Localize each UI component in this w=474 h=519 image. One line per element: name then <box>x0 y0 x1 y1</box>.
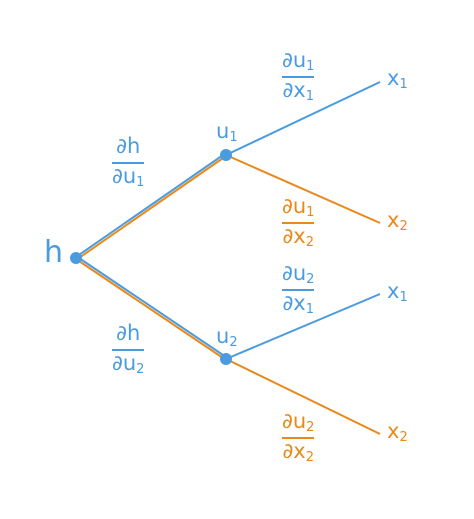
fraction-dh-du2: ∂h ∂u2 <box>112 321 145 378</box>
fraction-du2-dx2: ∂u2 ∂x2 <box>282 409 315 466</box>
fraction-denominator: ∂x1 <box>282 291 315 318</box>
fraction-numerator: ∂u1 <box>282 48 315 74</box>
node-h <box>70 252 82 264</box>
edge-u2-x1 <box>225 293 381 360</box>
fraction-bar <box>282 437 315 440</box>
fraction-denominator: ∂x1 <box>282 78 315 105</box>
fraction-dh-du1: ∂h ∂u1 <box>112 134 145 191</box>
leaf-label-x2-bottom: x2 <box>387 419 408 445</box>
fraction-bar <box>282 222 315 225</box>
fraction-numerator: ∂h <box>116 134 141 158</box>
leaf-label-x2-top: x2 <box>387 208 408 234</box>
fraction-denominator: ∂u1 <box>112 164 145 191</box>
leaf-label-x1-bottom: x1 <box>387 279 408 305</box>
node-u1 <box>220 149 232 161</box>
edge-u1-x2 <box>225 154 381 224</box>
fraction-denominator: ∂u2 <box>112 351 145 378</box>
fraction-du1-dx1: ∂u1 ∂x1 <box>282 48 315 105</box>
fraction-numerator: ∂u1 <box>282 194 315 220</box>
node-u2 <box>220 353 232 365</box>
fraction-numerator: ∂h <box>116 321 141 345</box>
fraction-denominator: ∂x2 <box>282 439 315 466</box>
fraction-du2-dx1: ∂u2 ∂x1 <box>282 261 315 318</box>
fraction-numerator: ∂u2 <box>282 261 315 287</box>
edge-h-u1-orange <box>75 155 227 261</box>
fraction-denominator: ∂x2 <box>282 224 315 251</box>
edge-u1-x1 <box>225 81 381 156</box>
fraction-bar <box>112 349 145 352</box>
fraction-du1-dx2: ∂u1 ∂x2 <box>282 194 315 251</box>
edge-u2-x2 <box>225 358 381 435</box>
edge-h-u2-orange <box>75 258 227 361</box>
fraction-bar <box>282 76 315 79</box>
fraction-numerator: ∂u2 <box>282 409 315 435</box>
leaf-label-x1-top: x1 <box>387 66 408 92</box>
edge-h-u1-blue <box>75 152 227 258</box>
node-label-h: h <box>44 235 64 270</box>
edge-h-u2-blue <box>75 255 227 358</box>
node-label-u1: u1 <box>216 119 238 145</box>
fraction-bar <box>282 289 315 292</box>
node-label-u2: u2 <box>216 324 238 350</box>
fraction-bar <box>112 162 145 165</box>
